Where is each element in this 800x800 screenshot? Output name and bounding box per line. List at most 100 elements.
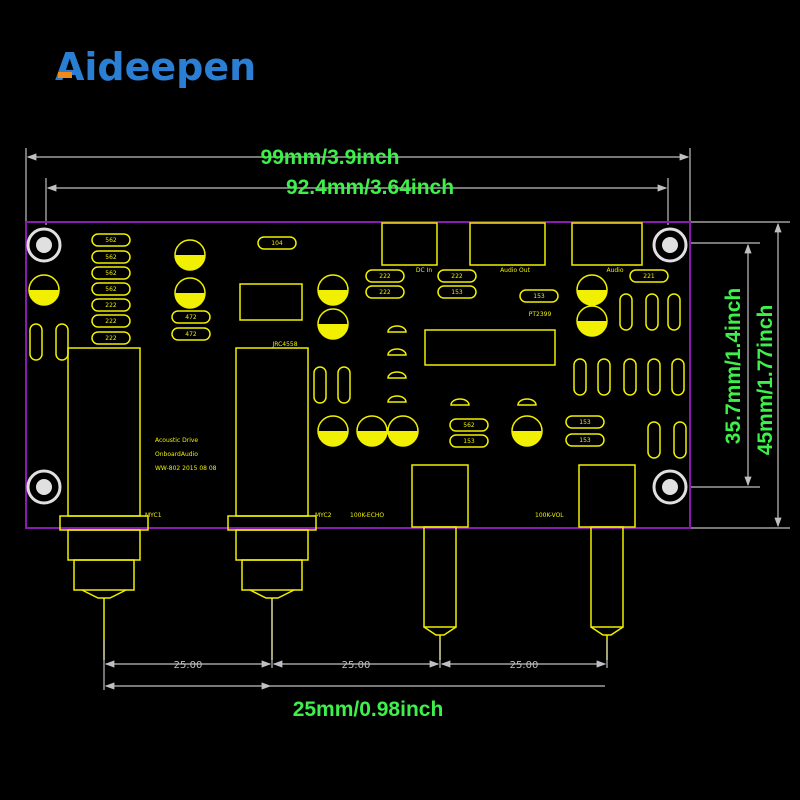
resistor bbox=[645, 293, 659, 331]
resistor: 562 bbox=[91, 266, 131, 280]
hole-span-height-label: 35.7mm/1.4inch bbox=[722, 288, 745, 444]
connector-label: Audio bbox=[606, 267, 623, 274]
pot-label: 100K-VOL bbox=[535, 512, 564, 519]
svg-text:222: 222 bbox=[379, 289, 391, 296]
resistor: 222 bbox=[91, 331, 131, 345]
svg-text:153: 153 bbox=[579, 419, 591, 426]
resistor bbox=[623, 358, 637, 396]
resistor: 472 bbox=[171, 310, 211, 324]
mounting-holes bbox=[26, 227, 688, 505]
disc-capacitor bbox=[387, 348, 407, 356]
svg-text:562: 562 bbox=[463, 422, 475, 429]
board-caption: Acoustic Drive bbox=[155, 437, 198, 444]
svg-text:562: 562 bbox=[105, 286, 117, 293]
capacitor bbox=[356, 415, 388, 447]
resistor: 222 bbox=[437, 269, 477, 283]
capacitor bbox=[28, 274, 60, 306]
svg-text:222: 222 bbox=[105, 302, 117, 309]
resistor: 153 bbox=[565, 415, 605, 429]
board-outline bbox=[25, 221, 691, 529]
capacitor bbox=[576, 305, 608, 337]
pot-label: MYC1 bbox=[145, 512, 162, 519]
hole-span-width-label: 92.4mm/3.64inch bbox=[286, 176, 454, 199]
total-height-label: 45mm/1.77inch bbox=[754, 305, 777, 456]
resistor bbox=[29, 323, 43, 361]
connector-label: Audio Out bbox=[500, 267, 530, 274]
resistor: 153 bbox=[437, 285, 477, 299]
capacitor bbox=[387, 415, 419, 447]
pot-label: 100K-ECHO bbox=[350, 512, 384, 519]
resistor bbox=[313, 366, 327, 404]
right-dimension-lines bbox=[690, 221, 790, 529]
board-caption: OnboardAudio bbox=[155, 451, 198, 458]
svg-text:562: 562 bbox=[105, 270, 117, 277]
resistor: 562 bbox=[91, 250, 131, 264]
svg-text:472: 472 bbox=[185, 314, 197, 321]
resistor bbox=[673, 421, 687, 459]
board-caption: WW-802 2015 08 08 bbox=[155, 465, 217, 472]
resistor bbox=[647, 421, 661, 459]
resistor bbox=[647, 358, 661, 396]
capacitor bbox=[174, 277, 206, 309]
capacitor bbox=[174, 239, 206, 271]
ic-chips bbox=[239, 283, 556, 366]
resistor: 562 bbox=[449, 418, 489, 432]
svg-text:153: 153 bbox=[579, 437, 591, 444]
connectors bbox=[381, 222, 643, 266]
top-dimension-lines bbox=[25, 148, 691, 225]
capacitor bbox=[511, 415, 543, 447]
resistor: 222 bbox=[91, 314, 131, 328]
svg-text:222: 222 bbox=[105, 318, 117, 325]
svg-text:472: 472 bbox=[185, 331, 197, 338]
resistor bbox=[55, 323, 69, 361]
potentiometer bbox=[411, 464, 469, 660]
potentiometer bbox=[578, 464, 636, 660]
pitch-label: 25.00 bbox=[510, 660, 539, 671]
resistor bbox=[671, 358, 685, 396]
resistor: 222 bbox=[365, 285, 405, 299]
resistor: 222 bbox=[365, 269, 405, 283]
svg-text:104: 104 bbox=[271, 240, 283, 247]
bottom-dimension-lines bbox=[103, 600, 608, 690]
resistor bbox=[597, 358, 611, 396]
disc-capacitor bbox=[387, 325, 407, 333]
ic-label: JRC4558 bbox=[271, 341, 297, 348]
resistor: 562 bbox=[91, 282, 131, 296]
capacitor bbox=[317, 308, 349, 340]
pot-pitch-label: 25mm/0.98inch bbox=[293, 698, 444, 721]
svg-text:153: 153 bbox=[533, 293, 545, 300]
svg-text:153: 153 bbox=[451, 289, 463, 296]
resistor: 222 bbox=[91, 298, 131, 312]
components: 562 562 562 562 222 222 222 472 472 222 222 222 153 1… bbox=[28, 233, 687, 459]
svg-text:222: 222 bbox=[379, 273, 391, 280]
resistor: 153 bbox=[519, 289, 559, 303]
resistor bbox=[573, 358, 587, 396]
resistor bbox=[337, 366, 351, 404]
svg-text:153: 153 bbox=[463, 438, 475, 445]
resistor bbox=[667, 293, 681, 331]
resistor: 472 bbox=[171, 327, 211, 341]
resistor bbox=[619, 293, 633, 331]
disc-capacitor bbox=[387, 371, 407, 379]
brand-accent-icon bbox=[58, 72, 72, 78]
ic-label: PT2399 bbox=[529, 311, 552, 318]
resistor: 153 bbox=[565, 433, 605, 447]
capacitor bbox=[317, 415, 349, 447]
connector-label: DC In bbox=[416, 267, 432, 274]
disc-capacitor bbox=[517, 398, 537, 406]
resistor: 104 bbox=[257, 236, 297, 250]
pot-label: MYC2 bbox=[315, 512, 332, 519]
disc-capacitor bbox=[450, 398, 470, 406]
svg-text:221: 221 bbox=[643, 273, 655, 280]
pitch-label: 25.00 bbox=[342, 660, 371, 671]
total-width-label: 99mm/3.9inch bbox=[261, 146, 400, 169]
capacitor bbox=[576, 274, 608, 306]
capacitor bbox=[317, 274, 349, 306]
svg-text:562: 562 bbox=[105, 254, 117, 261]
potentiometers bbox=[59, 347, 636, 660]
svg-text:562: 562 bbox=[105, 237, 117, 244]
resistor: 221 bbox=[629, 269, 669, 283]
resistor: 562 bbox=[91, 233, 131, 247]
disc-capacitor bbox=[387, 395, 407, 403]
